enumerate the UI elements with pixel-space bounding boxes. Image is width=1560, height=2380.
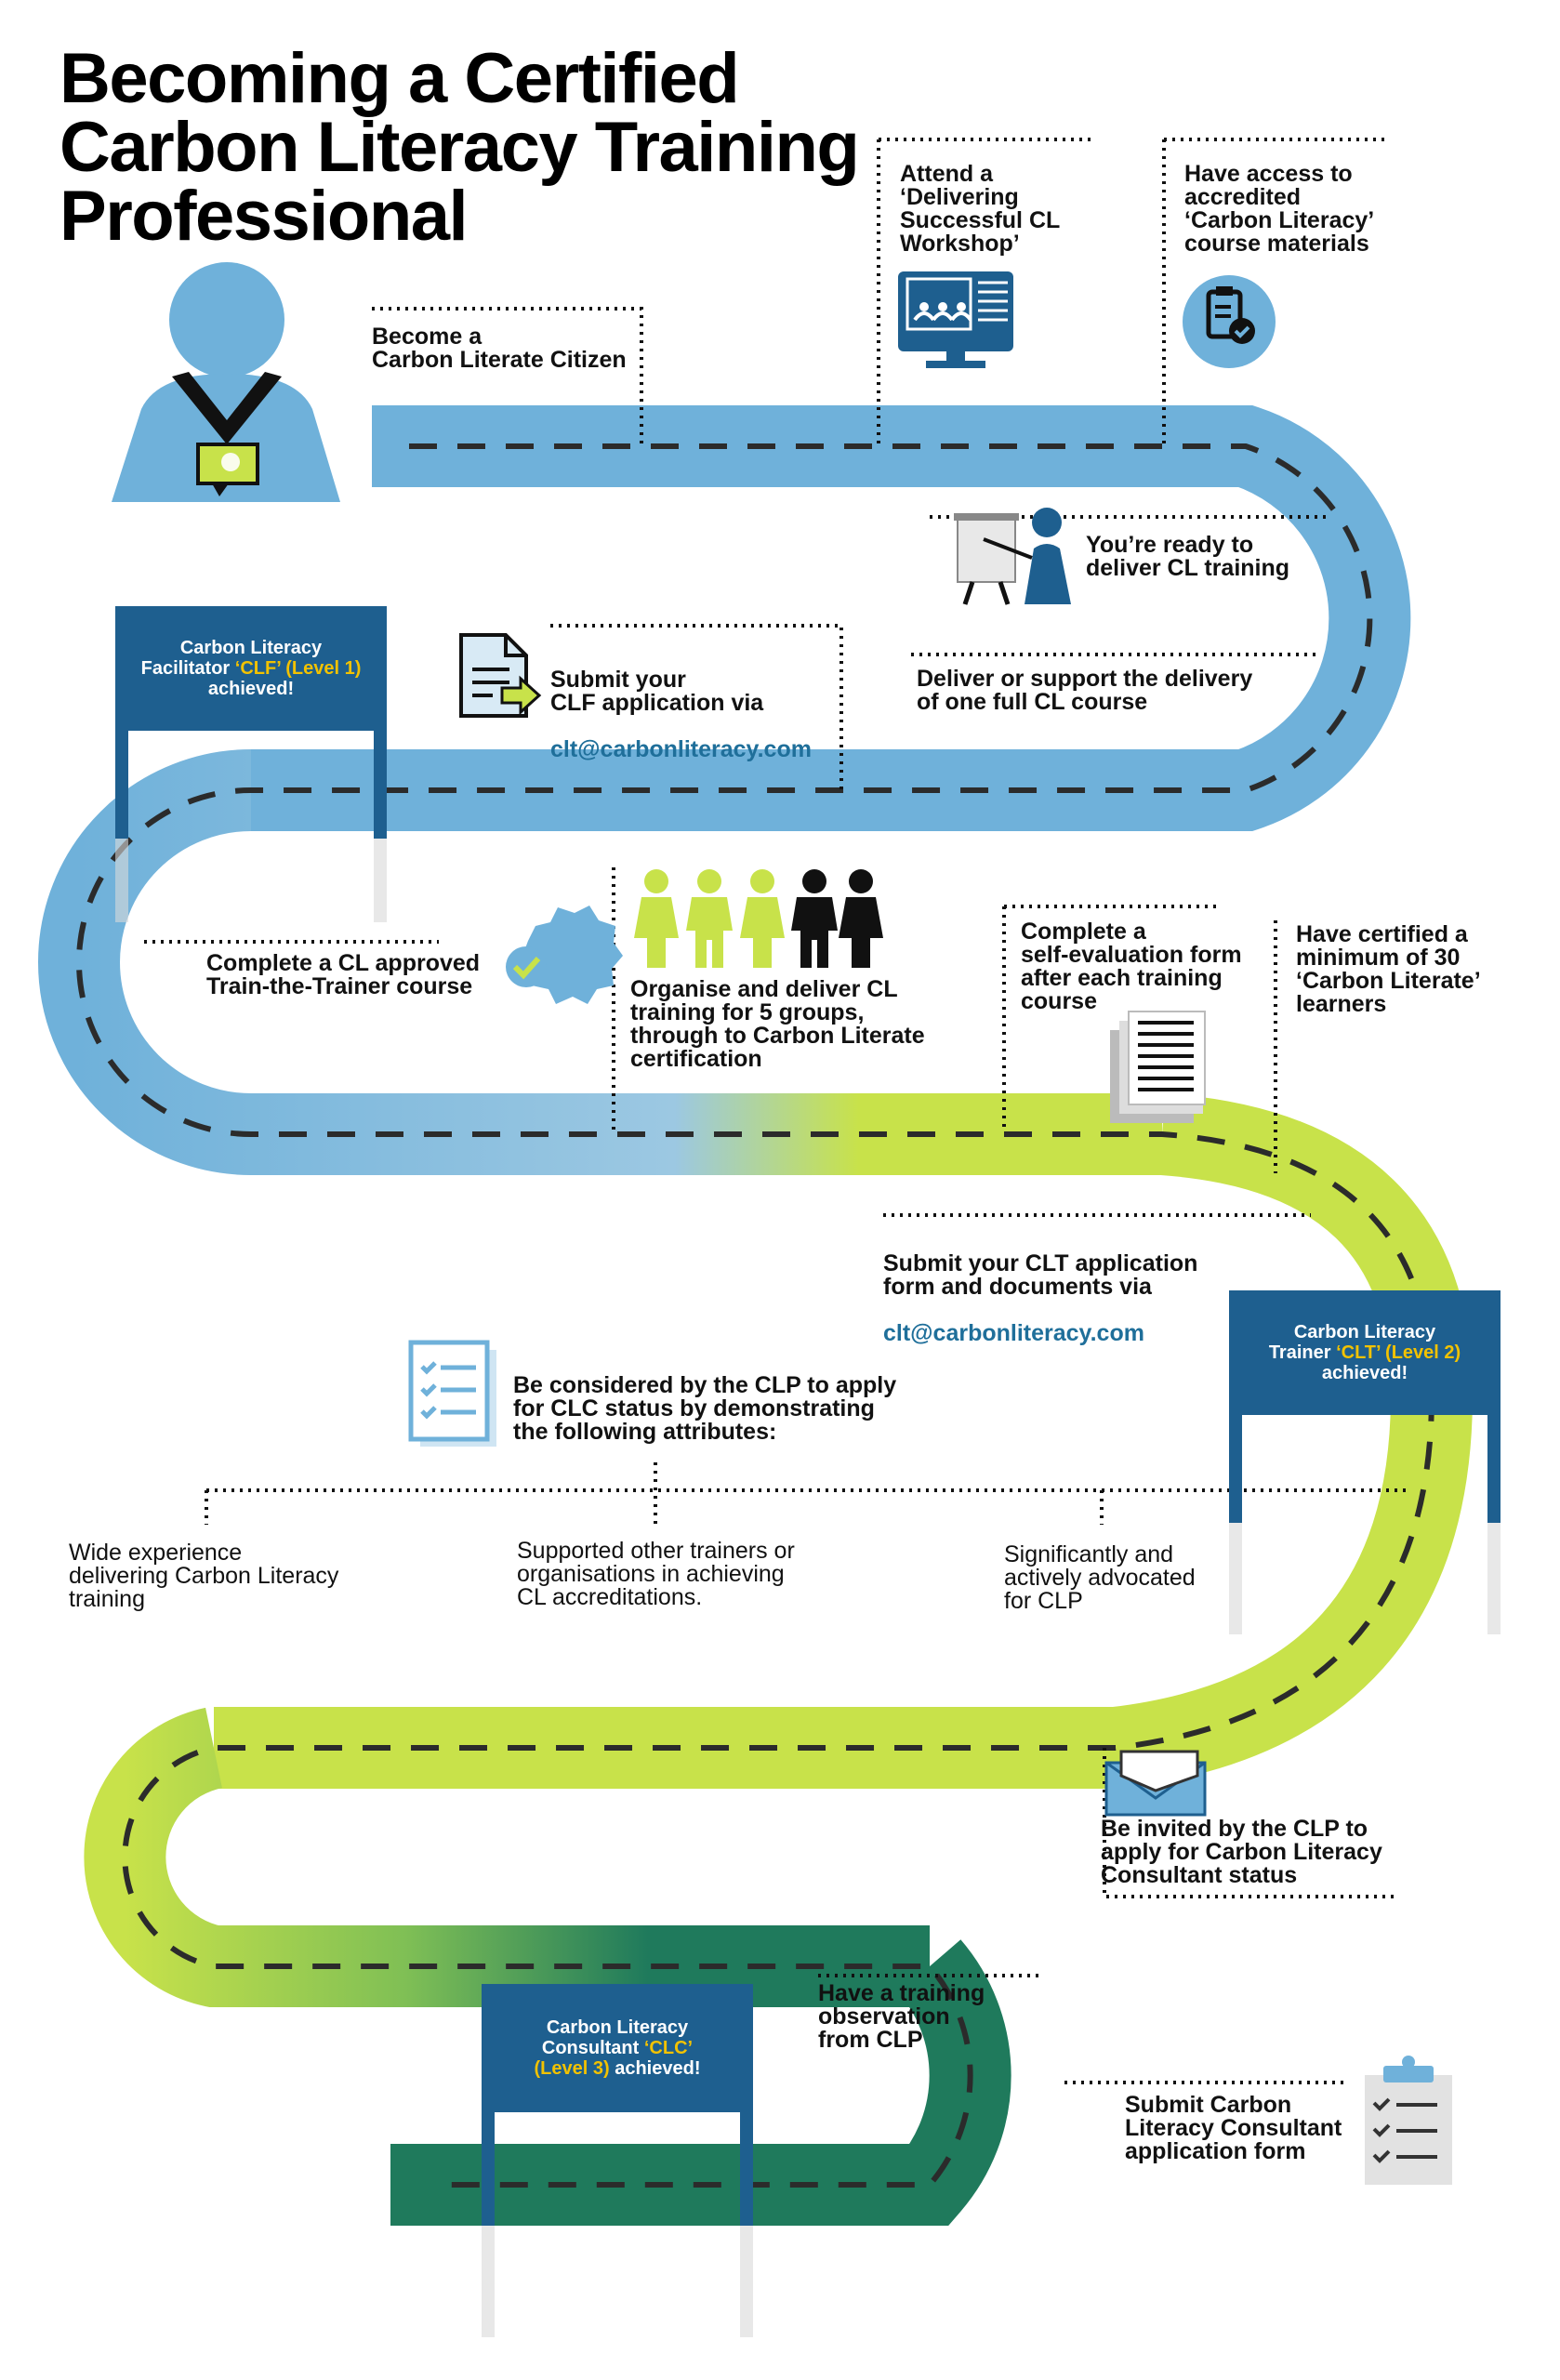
- step-ready: You’re ready to deliver CL training: [1086, 532, 1290, 581]
- sign-clf-line3: achieved!: [207, 679, 295, 699]
- connector-attributes: [205, 1462, 1406, 1525]
- sign-clc-line3: (Level 3) achieved!: [535, 2058, 701, 2079]
- sign-clf-level: ‘CLF’ (Level 1): [234, 658, 362, 679]
- sign-clf-achieved: Carbon Literacy Facilitator ‘CLF’ (Level…: [115, 606, 387, 731]
- sign-clf-line2a: Facilitator: [140, 658, 235, 679]
- paper-stack-icon: [1110, 1011, 1206, 1123]
- step-considered: Be considered by the CLP to apply for CL…: [513, 1372, 897, 1445]
- sign-clt-level: ‘CLT’ (Level 2): [1336, 1342, 1461, 1363]
- step-self-evaluation: Complete a self-evaluation form after ea…: [1021, 919, 1242, 1014]
- step-organise: Organise and deliver CL training for 5 g…: [630, 976, 925, 1072]
- sign-clf-line2: Facilitator ‘CLF’ (Level 1): [141, 658, 362, 679]
- envelope-icon: [1104, 1750, 1207, 1817]
- sign-clc-achieved: Carbon Literacy Consultant ‘CLC’ (Level …: [482, 1984, 753, 2112]
- step-observation: Have a training observation from CLP: [818, 1980, 985, 2053]
- step-submit-clt: Submit your CLT application form and doc…: [883, 1229, 1197, 1368]
- submit-clf-text: Submit your CLF application via: [550, 667, 764, 716]
- connector-citizen: [372, 307, 643, 444]
- sign-clc-line2: Consultant ‘CLC’: [535, 2038, 701, 2058]
- attribute-advocated: Significantly and actively advocated for…: [1004, 1541, 1196, 1614]
- clt-email-link[interactable]: clt@carbonliteracy.com: [883, 1320, 1144, 1346]
- sign-clt-line2: Trainer ‘CLT’ (Level 2): [1269, 1342, 1461, 1363]
- step-submit-clf: Submit your CLF application via clt@carb…: [550, 645, 812, 785]
- sign-clf-line1: Carbon Literacy: [179, 638, 323, 658]
- attribute-wide-experience: Wide experience delivering Carbon Litera…: [69, 1540, 339, 1612]
- step-materials: Have access to accredited ‘Carbon Litera…: [1184, 161, 1375, 257]
- step-certified-30: Have certified a minimum of 30 ‘Carbon L…: [1296, 921, 1481, 1017]
- sign-clt-line1: Carbon Literacy: [1293, 1322, 1436, 1342]
- connector-self-eval: [1002, 905, 1218, 1132]
- sign-clt-line3: achieved!: [1321, 1363, 1408, 1383]
- people-group-icon: [634, 869, 883, 968]
- step-invited: Be invited by the CLP to apply for Carbo…: [1101, 1816, 1382, 1888]
- clipboard-check-icon: [1183, 275, 1276, 368]
- submit-clt-text: Submit your CLT application form and doc…: [883, 1250, 1198, 1300]
- road-center-dashes: [76, 443, 1435, 2188]
- document-submit-icon: [459, 633, 542, 718]
- sign-clc-achieved-text: achieved!: [609, 2058, 701, 2079]
- presenter-icon: [954, 508, 1071, 605]
- step-train-the-trainer: Complete a CL approved Train-the-Trainer…: [206, 950, 481, 999]
- sign-clc-level3: (Level 3): [534, 2058, 610, 2079]
- checklist-icon: [408, 1340, 496, 1447]
- step-submit-clc: Submit Carbon Literacy Consultant applic…: [1125, 2092, 1342, 2164]
- sign-clt-line2a: Trainer: [1268, 1342, 1337, 1363]
- step-workshop: Attend a ‘Delivering Successful CL Works…: [900, 161, 1061, 257]
- sign-clt-achieved: Carbon Literacy Trainer ‘CLT’ (Level 2) …: [1229, 1290, 1501, 1415]
- sign-clc-line1: Carbon Literacy: [546, 2017, 689, 2038]
- workshop-screen-icon: [898, 271, 1013, 368]
- sign-clc-level: ‘CLC’: [643, 2038, 694, 2058]
- sign-clc-line2a: Consultant: [541, 2038, 644, 2058]
- badge-check-icon: [506, 906, 623, 1004]
- connector-materials: [1162, 138, 1387, 444]
- person-lanyard-icon: [112, 262, 340, 502]
- clipboard-list-icon: [1365, 2056, 1452, 2185]
- page-title: Becoming a Certified Carbon Literacy Tra…: [59, 39, 860, 256]
- connector-workshop: [877, 138, 1095, 444]
- attribute-supported-trainers: Supported other trainers or organisation…: [517, 1538, 795, 1610]
- step-deliver-course: Deliver or support the delivery of one f…: [917, 666, 1253, 715]
- clf-email-link[interactable]: clt@carbonliteracy.com: [550, 736, 812, 762]
- step-citizen: Become a Carbon Literate Citizen: [372, 324, 627, 373]
